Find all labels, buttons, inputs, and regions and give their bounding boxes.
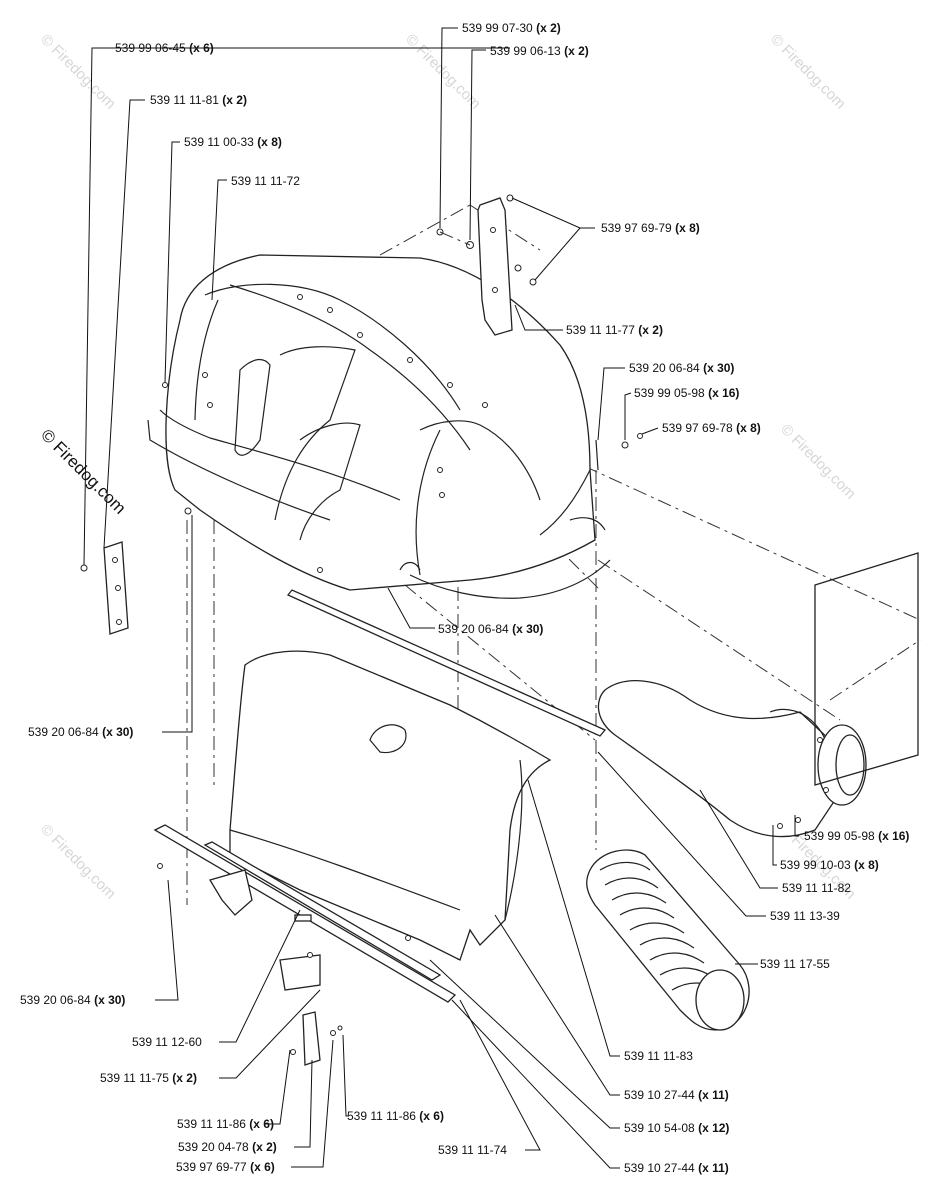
part-label: 539 97 69-79 (x 8): [601, 221, 700, 235]
part-label: 539 11 11-82: [782, 881, 851, 895]
part-label: 539 10 27-44 (x 11): [624, 1088, 729, 1102]
side-watermark: © Firedog.com: [37, 425, 129, 517]
watermark-text: © Firedog.com: [777, 421, 859, 503]
watermark-text: © Firedog.com: [37, 821, 119, 903]
part-label: 539 11 00-33 (x 8): [184, 135, 282, 149]
hood-housing: [147, 254, 611, 599]
part-label: 539 11 11-74: [438, 1143, 507, 1157]
part-label: 539 99 05-98 (x 16): [634, 386, 739, 400]
watermark-text: © Firedog.com: [767, 31, 849, 113]
top-bracket: [436, 194, 537, 336]
flex-hose: [586, 849, 750, 1031]
part-label: 539 11 17-55: [760, 957, 830, 971]
leader-lines: [83, 27, 799, 1169]
part-label: 539 99 10-03 (x 8): [780, 858, 879, 872]
bottom-rails: [153, 824, 457, 1066]
part-label: 539 20 06-84 (x 30): [28, 725, 133, 739]
part-label: 539 10 27-44 (x 11): [624, 1161, 729, 1175]
part-labels: 539 99 06-45 (x 6) 539 11 11-81 (x 2) 53…: [20, 21, 909, 1175]
part-label: 539 11 11-72: [231, 174, 300, 188]
seal-strip: [286, 589, 607, 737]
part-label: 539 99 05-98 (x 16): [804, 829, 909, 843]
right-fasteners: [595, 433, 643, 471]
part-label: 539 11 11-86 (x 6): [347, 1109, 444, 1123]
discharge-chute: [597, 552, 919, 838]
part-label: 539 20 06-84 (x 30): [20, 993, 125, 1007]
part-label: 539 11 11-75 (x 2): [100, 1071, 197, 1085]
part-label: 539 11 12-60: [132, 1035, 202, 1049]
part-label: 539 97 69-78 (x 8): [662, 421, 761, 435]
part-label: 539 20 06-84 (x 30): [629, 361, 734, 375]
part-label: 539 99 07-30 (x 2): [462, 21, 561, 35]
left-strap: [80, 507, 192, 635]
part-label: 539 20 04-78 (x 2): [178, 1140, 277, 1154]
part-label: 539 10 54-08 (x 12): [624, 1121, 729, 1135]
part-label: 539 11 11-86 (x 6): [177, 1117, 274, 1131]
part-label: 539 11 11-81 (x 2): [150, 93, 247, 107]
part-label: 539 20 06-84 (x 30): [438, 622, 543, 636]
part-label: 539 97 69-77 (x 6): [176, 1160, 275, 1174]
part-label: 539 99 06-13 (x 2): [490, 44, 589, 58]
front-cover: [229, 650, 552, 961]
part-label: 539 99 06-45 (x 6): [115, 41, 214, 55]
part-label: 539 11 13-39: [770, 909, 840, 923]
part-label: 539 11 11-77 (x 2): [566, 323, 663, 337]
watermark-text: © Firedog.com: [37, 31, 119, 113]
part-label: 539 11 11-83: [624, 1049, 693, 1063]
